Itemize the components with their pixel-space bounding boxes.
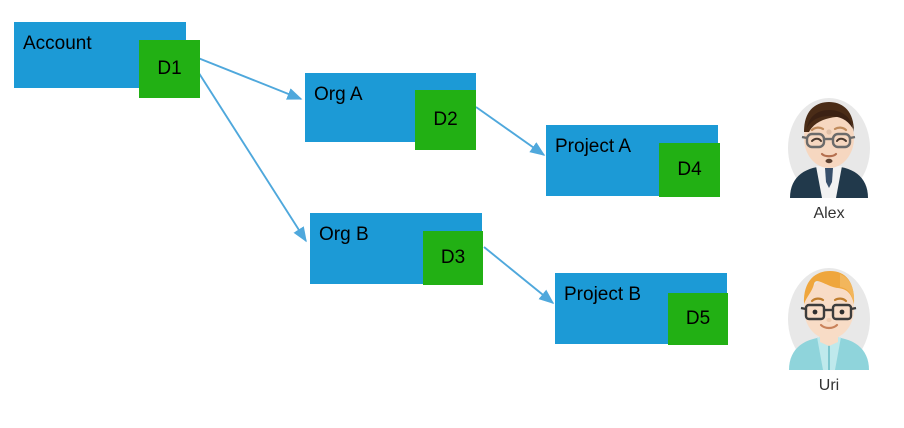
- person-uri-name: Uri: [818, 377, 840, 394]
- node-org-a-badge-d2[interactable]: D2: [415, 90, 476, 150]
- node-account-badge-d1[interactable]: D1: [139, 40, 200, 98]
- person-alex-name: Alex: [813, 205, 845, 222]
- node-project-a-label: Project A: [555, 136, 632, 157]
- edge-account-to-org-a: [187, 53, 303, 100]
- node-org-b[interactable]: Org B D3: [310, 213, 490, 293]
- node-org-b-label: Org B: [319, 224, 369, 245]
- edge-org-a-to-project-a: [475, 106, 546, 156]
- node-project-b-label: Project B: [564, 284, 642, 305]
- node-account-label: Account: [23, 33, 92, 54]
- node-account[interactable]: Account D1: [14, 22, 200, 100]
- node-org-b-badge-d3[interactable]: D3: [423, 231, 483, 285]
- edge-account-to-org-b: [187, 55, 307, 243]
- node-project-b[interactable]: Project B D5: [555, 273, 740, 353]
- avatar-alex-icon: [788, 98, 870, 198]
- edge-org-b-to-project-b: [483, 246, 555, 304]
- avatar-uri-icon: [788, 268, 870, 370]
- node-project-b-badge-d5[interactable]: D5: [668, 293, 728, 345]
- node-org-a-label: Org A: [314, 84, 363, 105]
- node-project-a[interactable]: Project A D4: [546, 125, 731, 205]
- person-uri[interactable]: Uri: [776, 262, 882, 394]
- person-alex[interactable]: Alex: [776, 92, 882, 222]
- node-org-a[interactable]: Org A D2: [305, 73, 485, 153]
- node-project-a-badge-d4[interactable]: D4: [659, 143, 720, 197]
